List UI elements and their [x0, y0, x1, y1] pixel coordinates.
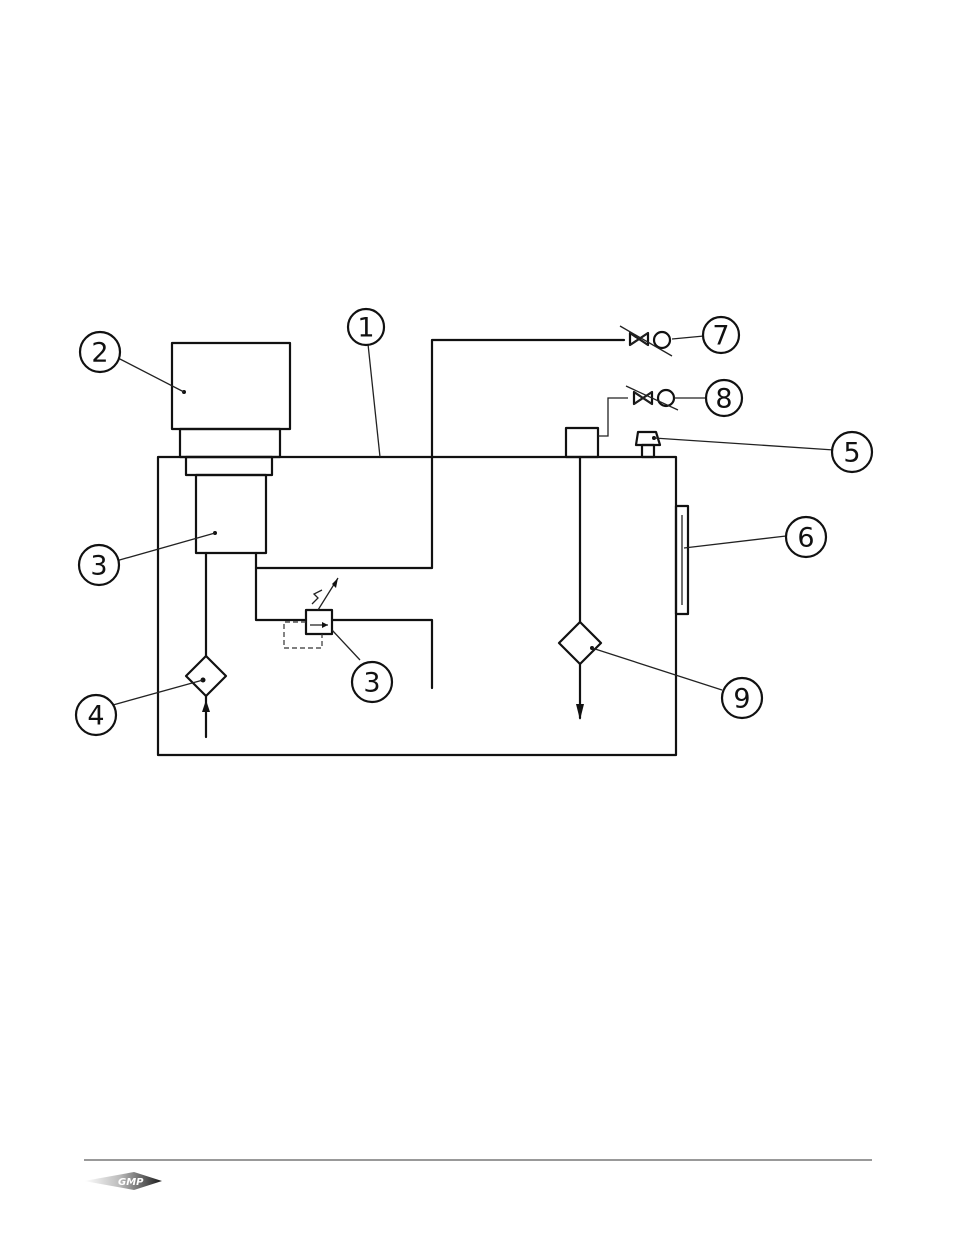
return-manifold-block [566, 398, 628, 457]
return-filter [559, 622, 601, 664]
callout-4-label: 4 [87, 701, 104, 732]
callout-1-label: 1 [357, 313, 374, 344]
suction-line [202, 553, 210, 737]
callout-2: 2 [80, 332, 120, 372]
pump-mount-plate [186, 457, 272, 475]
sight-level-gauge [676, 506, 688, 614]
callout-7-label: 7 [712, 321, 729, 352]
pressure-line [256, 340, 624, 568]
relief-valve-line [256, 568, 432, 688]
gauge-valve-7 [620, 326, 672, 356]
callout-6-label: 6 [797, 523, 814, 554]
gauge-valve-8 [626, 386, 678, 410]
callout-7: 7 [703, 317, 739, 353]
hydraulic-pump [196, 475, 266, 553]
callout-5: 5 [832, 432, 872, 472]
callout-3-relief-label: 3 [363, 668, 380, 699]
reservoir-tank [158, 457, 676, 755]
callout-6: 6 [786, 517, 826, 557]
callout-2-label: 2 [91, 338, 108, 369]
callout-3-relief: 3 [352, 662, 392, 702]
callout-1: 1 [348, 309, 384, 345]
callout-3-pump: 3 [79, 545, 119, 585]
electric-motor [172, 343, 290, 457]
footer: GMP [84, 1160, 872, 1190]
callout-3-pump-label: 3 [90, 551, 107, 582]
callout-5-label: 5 [843, 438, 860, 469]
callout-9-label: 9 [733, 684, 750, 715]
callout-8: 8 [706, 380, 742, 416]
return-line [576, 457, 584, 720]
relief-valve [284, 578, 338, 648]
callout-8-label: 8 [715, 384, 732, 415]
suction-strainer [186, 656, 226, 696]
callout-4: 4 [76, 695, 116, 735]
gmp-arrow-logo-icon: GMP [84, 1172, 162, 1190]
callout-9: 9 [722, 678, 762, 718]
breather-cap [636, 432, 660, 457]
logo-text: GMP [118, 1177, 144, 1188]
